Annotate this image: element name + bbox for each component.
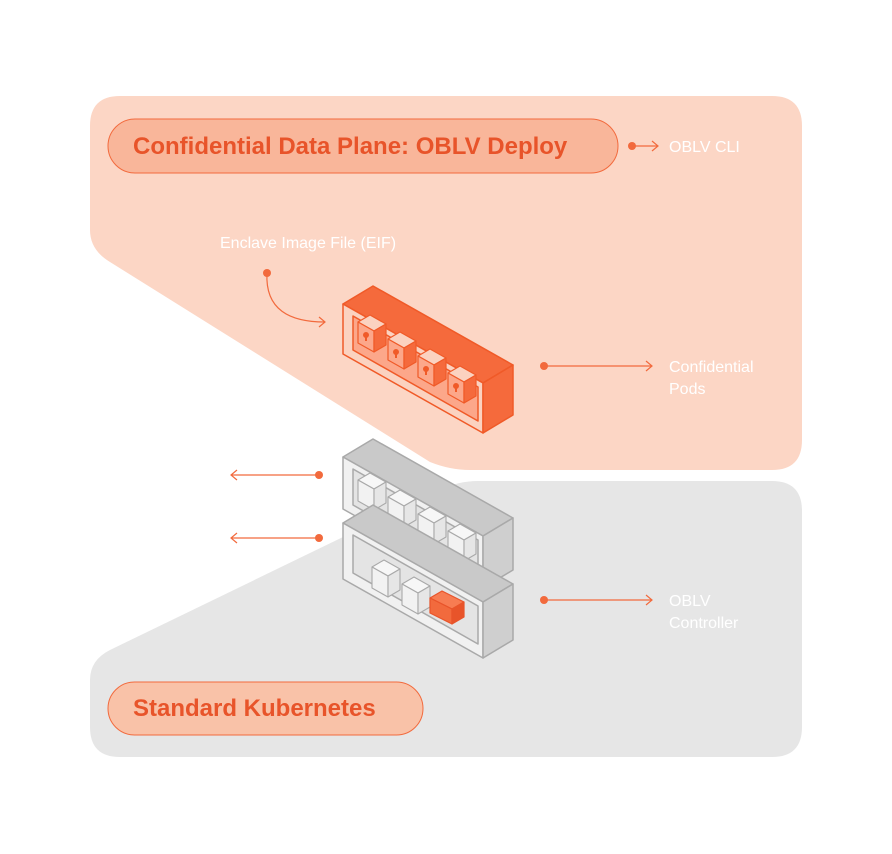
gray-pod-cube <box>447 523 477 562</box>
cli-label: OBLV CLI <box>669 139 740 156</box>
enclosure-side-face <box>482 364 514 434</box>
pods-arrowhead-icon <box>645 360 653 372</box>
pods-label-line: Pods <box>669 381 705 398</box>
confidential-pod-cube <box>417 348 447 387</box>
left-arrowhead-icon <box>230 469 238 481</box>
confidential-pod-cube <box>387 331 417 370</box>
pods-label-line: Confidential <box>669 359 754 376</box>
cli-arrowhead-icon <box>651 140 659 152</box>
confidential-pod-cube <box>357 314 387 353</box>
controller-label-line: Controller <box>669 615 739 632</box>
lock-icon-shackle <box>395 353 397 358</box>
pods-label: Confidential Pods <box>669 359 758 398</box>
standard-kubernetes-pill <box>107 681 424 736</box>
lock-icon-shackle <box>425 370 427 375</box>
gray-pod-cubes-lower <box>371 559 465 625</box>
standard-kubernetes-title: Standard Kubernetes <box>133 695 376 722</box>
confidential-pod-cubes <box>357 314 477 404</box>
left-arrowhead-icon <box>230 532 238 544</box>
eif-label: Enclave Image File (EIF) <box>220 235 396 252</box>
eif-connector-curve <box>266 272 326 323</box>
controller-label-line: OBLV <box>669 593 711 610</box>
lock-icon-shackle <box>455 387 457 392</box>
lock-icon-shackle <box>365 336 367 341</box>
controller-arrowhead-icon <box>645 594 653 606</box>
confidential-pod-cube <box>447 365 477 404</box>
confidential-plane-region <box>90 96 802 470</box>
gray-pod-cube <box>401 576 431 615</box>
confidential-plane-pill <box>107 118 619 174</box>
gray-pod-cube <box>371 559 401 598</box>
controller-label: OBLV Controller <box>669 593 739 632</box>
controller-pod-cube <box>429 590 465 625</box>
confidential-plane-title: Confidential Data Plane: OBLV Deploy <box>133 133 568 160</box>
eif-arrowhead-icon <box>318 316 326 328</box>
